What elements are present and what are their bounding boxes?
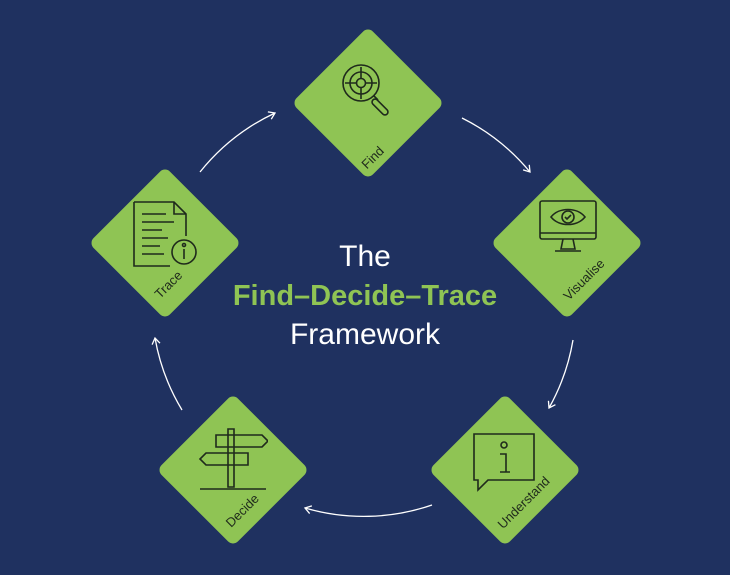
arrow-find-to-visualise — [461, 117, 531, 173]
title-line-2: Find–Decide–Trace — [232, 280, 498, 312]
info-speech-bubble-icon — [473, 433, 535, 492]
signpost-icon — [198, 428, 268, 490]
title-line-1: The — [339, 240, 391, 273]
title-line-3: Framework — [289, 318, 440, 351]
monitor-eye-icon — [539, 200, 597, 252]
arrow-visualise-to-understand — [547, 339, 574, 410]
arrow-decide-to-trace — [151, 336, 183, 411]
arrow-understand-to-decide — [303, 504, 433, 518]
arrow-trace-to-find — [199, 111, 277, 173]
document-info-icon — [133, 201, 197, 267]
magnifier-target-icon — [342, 64, 389, 116]
